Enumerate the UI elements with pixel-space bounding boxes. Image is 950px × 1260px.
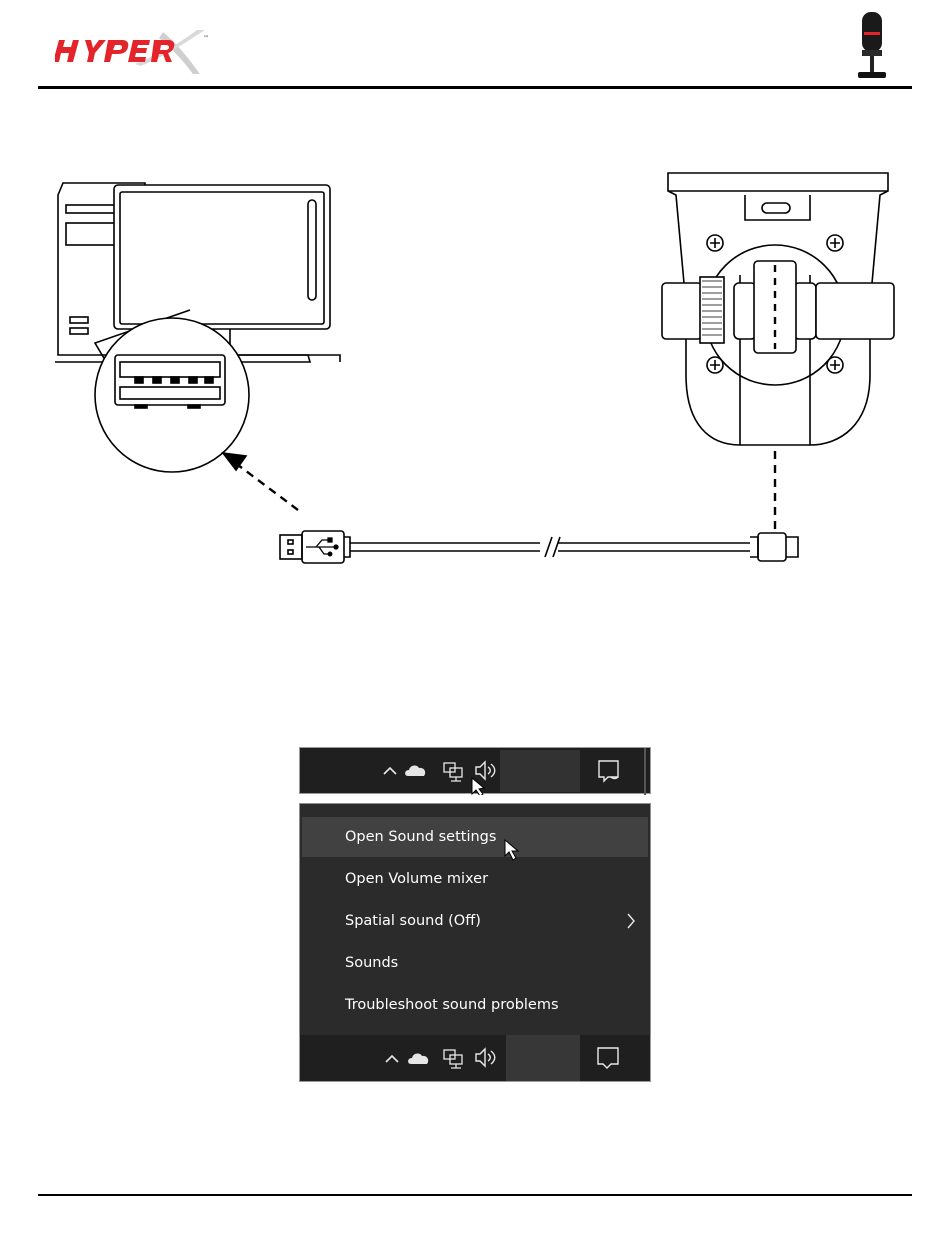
cloud-icon[interactable] [408, 1054, 428, 1064]
speaker-icon[interactable] [476, 762, 495, 779]
taskbar-bottom [299, 1035, 651, 1082]
chevron-up-icon[interactable] [384, 768, 396, 774]
notification-icon[interactable] [598, 1048, 618, 1068]
menu-item-label: Spatial sound (Off) [345, 913, 481, 929]
footer-rule [38, 1194, 912, 1196]
menu-item-label: Troubleshoot sound problems [345, 997, 559, 1013]
usb-port-zoom [95, 310, 249, 472]
microphone-base [662, 173, 894, 445]
network-icon[interactable] [444, 763, 462, 781]
svg-text:™: ™ [203, 35, 209, 42]
chevron-right-icon [626, 912, 636, 930]
menu-item-open-volume-mixer[interactable]: Open Volume mixer [302, 859, 648, 899]
notification-icon[interactable] [599, 761, 618, 781]
cloud-icon[interactable] [405, 766, 425, 776]
menu-item-label: Open Volume mixer [345, 871, 488, 887]
taskbar-top [299, 747, 651, 794]
header-rule [38, 86, 912, 89]
menu-item-label: Open Sound settings [345, 829, 496, 845]
sound-context-menu: Open Sound settings Open Volume mixer Sp… [299, 803, 651, 1035]
menu-item-open-sound-settings[interactable]: Open Sound settings [302, 817, 648, 857]
mouse-cursor-icon [472, 778, 484, 795]
hyperx-logo: ™ [55, 26, 215, 78]
chevron-up-icon[interactable] [386, 1056, 398, 1062]
usb-connection-diagram [40, 165, 910, 585]
usb-cable [280, 531, 798, 563]
menu-item-label: Sounds [345, 955, 398, 971]
speaker-icon[interactable] [476, 1049, 495, 1066]
microphone-icon [852, 10, 892, 84]
menu-item-sounds[interactable]: Sounds [302, 943, 648, 983]
menu-item-troubleshoot[interactable]: Troubleshoot sound problems [302, 985, 648, 1025]
network-icon[interactable] [444, 1050, 462, 1068]
menu-item-spatial-sound[interactable]: Spatial sound (Off) [302, 901, 648, 941]
